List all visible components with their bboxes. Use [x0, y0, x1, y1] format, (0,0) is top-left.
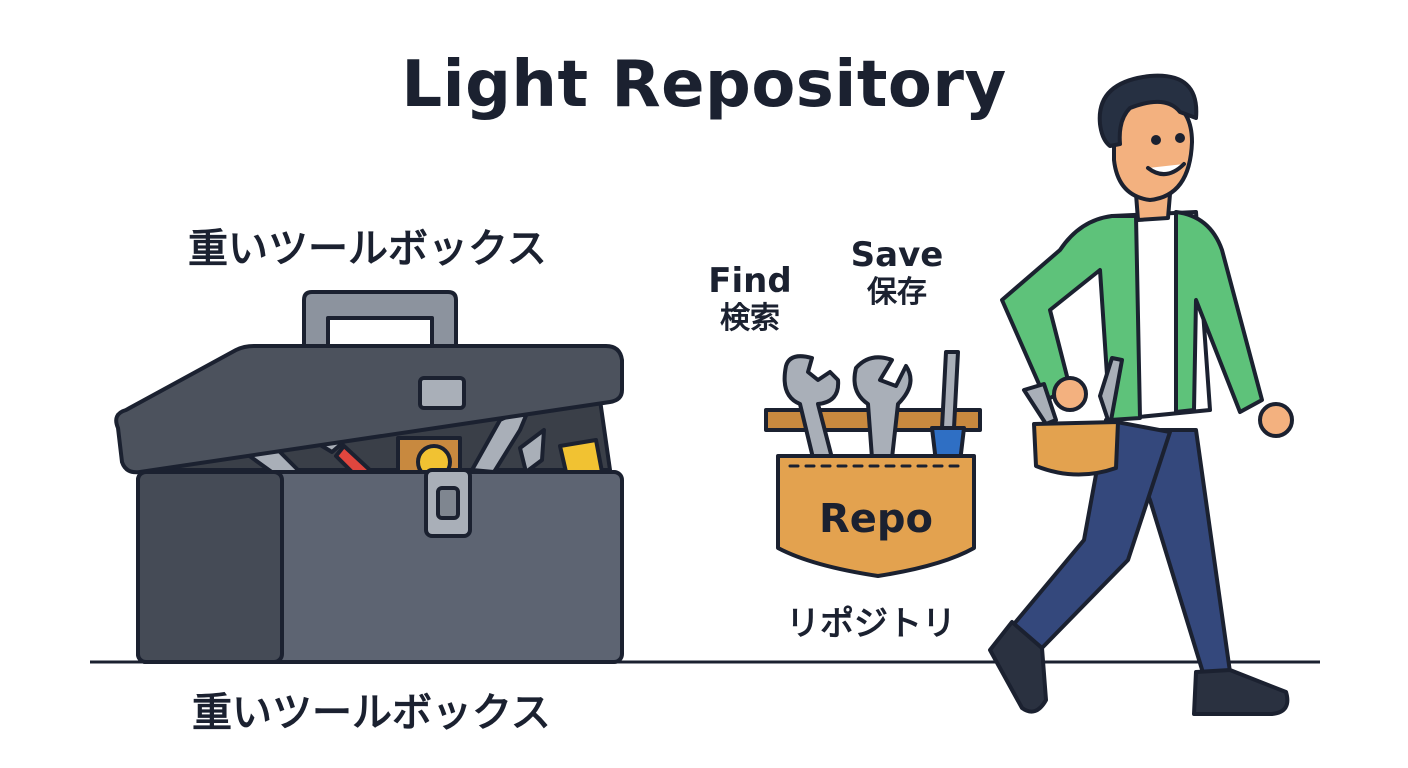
heavy-toolbox-label-bottom: 重いツールボックス [192, 690, 551, 736]
page-title: Light Repository [401, 48, 1007, 122]
pouch-wrench-icon [782, 354, 841, 464]
repository-caption: リポジトリ [786, 604, 956, 644]
save-label: Save 保存 [842, 236, 952, 312]
find-label: Find 検索 [700, 262, 800, 338]
toolbox-icon [114, 290, 624, 664]
carried-pouch-icon [1022, 356, 1124, 477]
walking-person-icon [988, 73, 1294, 716]
find-label-jp: 検索 [720, 301, 780, 336]
heavy-toolbox-label-top: 重いツールボックス [188, 226, 547, 272]
pouch-adjustable-wrench-icon [852, 355, 913, 460]
save-label-en: Save [850, 235, 944, 275]
tool-pouch-icon [764, 350, 982, 578]
find-label-en: Find [708, 261, 792, 301]
pouch-screwdriver-icon [930, 350, 966, 464]
pouch-repo-label: Repo [819, 496, 933, 542]
save-label-jp: 保存 [867, 275, 927, 310]
